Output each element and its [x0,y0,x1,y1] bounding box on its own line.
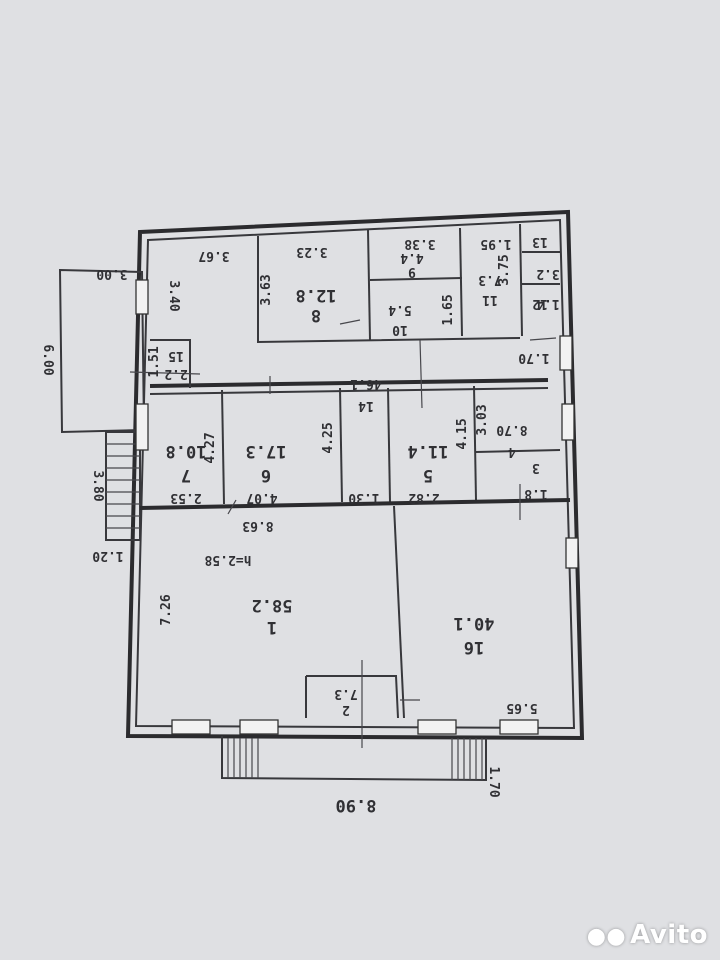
room-number-13: 13 [532,234,548,249]
room-area-6: 17.3 [246,441,287,461]
room-area-16: 40.1 [454,613,495,633]
room-dim-8: 3.63 [259,274,274,305]
room-number-1: 1 [267,617,277,637]
room-area-3: 1.8 [524,486,548,501]
interior-walls [139,223,571,719]
room-area-15: 2.2 [164,366,187,381]
window [499,719,539,735]
dim-hall-left: 3.40 [166,280,181,311]
watermark-text: Avito [630,920,708,950]
window [239,719,279,735]
avito-dots-icon: ●● [586,924,627,949]
room-area-5: 11.4 [408,441,449,461]
room-number-15: 15 [168,348,184,363]
room-number-2: 2 [342,702,350,717]
room-number-8: 8 [311,305,321,325]
room-area-10: 5.4 [388,302,412,317]
room-dim-5: 2.82 [408,490,439,505]
window [565,537,579,569]
room-dim-7: 2.53 [170,490,201,505]
window [135,279,149,315]
window [135,403,149,451]
room-area-12: 1.4 [536,296,560,311]
dim-stair-width: 1.20 [92,548,123,563]
room-number-14: 14 [358,398,374,413]
dim-bottom-right: 1.70 [486,766,501,797]
bottom-stairs [221,736,487,782]
room-dim-9: 3.38 [404,236,435,251]
dim-right-mid: 1.70 [518,350,549,365]
left-stairs [105,431,141,541]
dim-hall-top: 3.67 [198,248,229,263]
door-marks [129,319,557,748]
room-area-13: 3.2 [536,266,559,281]
room-dim-10: 1.65 [441,294,456,325]
room-dim-4: 3.03 [475,404,490,435]
room-number-4: 4 [508,444,516,459]
room-number-3: 3 [532,460,540,475]
room-dim-11: 3.75 [497,254,512,285]
window [171,719,211,735]
room-number-9: 9 [408,264,416,279]
labels: 158.27.268.63h=2.5827.331.848.703.03511.… [40,234,560,815]
window [559,335,573,371]
room-area-9: 4.4 [400,250,424,265]
room-dim-1: 8.63 [242,518,273,533]
room-number-16: 16 [464,637,484,657]
room-number-6: 6 [261,465,271,485]
room-area-11: 7.3 [478,272,501,287]
room-dim-6: 4.25 [321,422,336,453]
room-dim-11: 1.95 [480,236,511,251]
outer-walls [125,209,585,741]
window [417,719,457,735]
room-dim-5: 4.15 [455,418,470,449]
room-dim-6: 4.07 [246,490,277,505]
window [561,403,575,441]
room-area-4: 8.70 [496,422,527,437]
room-dim-16: 5.65 [506,700,537,715]
room-area-8: 12.8 [296,285,337,305]
room-area-14: 46.1 [350,376,381,391]
room-dim-7: 4.27 [203,432,218,463]
room-number-7: 7 [181,465,191,485]
room-number-5: 5 [423,465,433,485]
dim-stair-length: 3.80 [90,470,105,501]
room-dim-14: 1.30 [348,490,379,505]
room-area-1: 58.2 [252,595,293,615]
dim-top-right: 3.00 [96,266,127,281]
avito-watermark: ●●Avito [587,920,708,950]
dim-porch-length: 6.00 [40,344,55,375]
room-area-7: 10.8 [166,441,207,461]
room-number-12: 12 [532,296,548,311]
dim-bottom-width: 8.90 [336,795,377,815]
room-dim-15: 1.51 [147,346,162,377]
room-dim-8: 3.23 [296,244,327,259]
room-area-2: 7.3 [334,686,357,701]
room-number-11: 11 [482,292,498,307]
windows [135,279,579,735]
room-note-1: h=2.58 [204,552,251,567]
room-dim-1: 7.26 [159,594,174,625]
room-number-10: 10 [392,322,408,337]
